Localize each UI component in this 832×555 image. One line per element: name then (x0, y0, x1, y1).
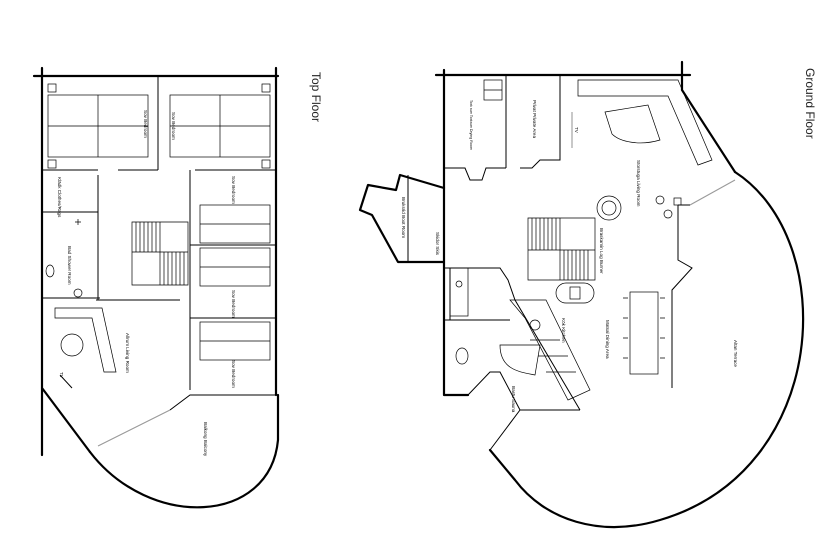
ground-dining-label: Matsal Dining Area (605, 320, 610, 359)
ground-skis-label: Skidor Skis (435, 232, 440, 256)
top-staircase (131, 221, 189, 286)
ground-tv-label: TV (574, 127, 579, 134)
ground-staircase (527, 217, 596, 281)
top-closet-label: Klädk Clothes/Rags (57, 177, 62, 218)
ground-boot-room (358, 173, 446, 264)
ground-floor-exterior-wall (434, 60, 737, 397)
top-sofa (54, 307, 117, 373)
ground-floor-plan: Ground Floor Tork rum Torkrum Drying Roo… (358, 60, 817, 529)
ground-drying-label: Tork rum Torkrum Drying Room (469, 100, 473, 150)
ground-living-label: Storstuga Living Room (636, 160, 641, 207)
top-tv-label: TV (59, 372, 64, 379)
top-floor-title: Top Floor (309, 72, 323, 122)
ground-terrace-outline (488, 170, 805, 529)
ground-terrace-label: Altan Terrace (733, 340, 738, 367)
ground-private-label: Privat Private Area (532, 100, 537, 138)
top-bedroom-3-label: Sov Bedroom (231, 176, 236, 204)
top-bedroom-5-label: Sov Bedroom (231, 360, 236, 388)
ground-boot-label: Bruksrid Boot Room (401, 197, 406, 238)
top-bedroom-4-label: Sov Bedroom (231, 290, 236, 318)
top-balcony-outline (88, 393, 280, 509)
ground-log-burner-label: Braskamin Log Burner (599, 228, 604, 274)
top-bedroom-2-label: Sov Bedroom (171, 112, 176, 140)
ground-sofa-chaise (604, 104, 661, 144)
ground-dining-table (623, 291, 665, 375)
top-floor-plan: Top Floor Sov Bedroom Sov Bedroom Sov Be… (32, 66, 323, 509)
ground-sofa (577, 79, 713, 166)
ground-terrace-door (689, 179, 736, 206)
ground-sauna-label: Bastu Sauna (511, 386, 516, 413)
top-bedroom-1-label: Sov Bedroom (143, 110, 148, 138)
ground-floor-title: Ground Floor (803, 68, 817, 139)
top-balcony-label: Balkong Balcony (203, 422, 208, 457)
top-balcony-door (97, 409, 171, 447)
top-living-label: Allrum Living Room (125, 333, 130, 373)
ground-kitchen-label: Kök Kitchen (561, 318, 566, 343)
top-round-table (60, 333, 84, 357)
top-floor-exterior-wall (32, 66, 280, 457)
top-balcony-wall (169, 394, 276, 411)
top-shower-label: Bad Shower Room (67, 246, 72, 285)
